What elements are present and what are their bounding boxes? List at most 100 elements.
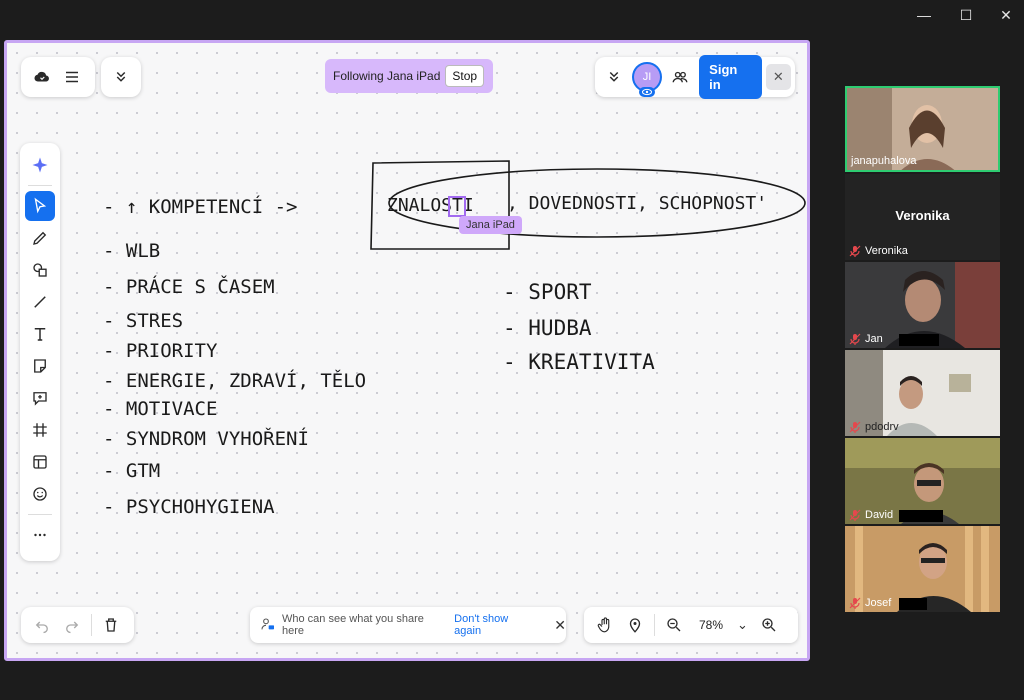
hand-pan-icon[interactable]	[590, 610, 620, 640]
participant-tile-janapuhalova[interactable]: janapuhalova	[845, 86, 1000, 172]
hw-item: - HUDBA	[503, 316, 592, 340]
participant-tile-josef[interactable]: Josef	[845, 526, 1000, 612]
template-icon[interactable]	[25, 447, 55, 477]
share-notice-text: Who can see what you share here	[282, 613, 424, 637]
collaboration-panel: JI Sign in ✕	[595, 55, 795, 99]
participant-name-wrap: Jan	[849, 333, 883, 345]
hw-ellipse	[388, 168, 806, 238]
redacted-bar	[899, 598, 927, 610]
text-icon[interactable]	[25, 319, 55, 349]
close-window-button[interactable]: ✕	[1000, 6, 1012, 23]
participant-tile-pdodrv[interactable]: pdodrv	[845, 350, 1000, 436]
participant-name: Jan	[865, 333, 883, 345]
redacted-bar	[899, 334, 939, 346]
participant-tile-veronika[interactable]: Veronika Veronika	[845, 174, 1000, 260]
undo-icon[interactable]	[27, 610, 57, 640]
following-banner: Following Jana iPad Stop	[325, 59, 493, 93]
close-icon[interactable]: ✕	[554, 616, 566, 633]
whiteboard-canvas[interactable]: - ↑ KOMPETENCÍ -> ZNALOSTI , DOVEDNOSTI,…	[4, 40, 810, 661]
comment-icon[interactable]	[25, 383, 55, 413]
file-menu-panel	[21, 57, 95, 97]
emoji-icon[interactable]	[25, 479, 55, 509]
hw-item: - MOTIVACE	[103, 398, 217, 420]
remote-cursor-label: Jana iPad	[459, 216, 522, 234]
muted-mic-icon	[849, 245, 861, 257]
hw-item: - SPORT	[503, 280, 592, 304]
participant-center-name: Veronika	[895, 208, 950, 223]
frame-icon[interactable]	[25, 415, 55, 445]
zoom-in-icon[interactable]	[754, 610, 784, 640]
trash-icon[interactable]	[96, 610, 126, 640]
video-feed	[845, 438, 1000, 524]
double-chevron-down-icon[interactable]	[106, 62, 136, 92]
hw-item: - ENERGIE, ZDRAVÍ, TĚLO	[103, 369, 366, 392]
hw-title-box: ZNALOSTI	[387, 195, 474, 216]
double-chevron-down-icon[interactable]	[599, 62, 628, 92]
hw-item: - PSYCHOHYGIENA	[103, 496, 275, 518]
toolbar-divider	[28, 514, 52, 515]
remote-cursor-selection	[448, 196, 466, 217]
sign-in-button[interactable]: Sign in	[699, 55, 762, 99]
more-icon[interactable]	[25, 520, 55, 550]
video-feed	[845, 350, 1000, 436]
zoom-panel: 78% ⌄	[584, 607, 798, 643]
video-feed	[847, 88, 998, 170]
redacted-bar	[899, 510, 943, 522]
hw-item: - PRIORITY	[103, 340, 218, 362]
hw-item: - PRÁCE S ČASEM	[103, 274, 275, 298]
following-text: Following Jana iPad	[333, 69, 441, 83]
redo-icon[interactable]	[57, 610, 87, 640]
shapes-icon[interactable]	[25, 255, 55, 285]
hw-box	[370, 160, 510, 250]
zoom-out-icon[interactable]	[659, 610, 689, 640]
users-icon[interactable]	[666, 62, 695, 92]
participant-name-wrap: pdodrv	[849, 421, 899, 433]
zoom-level[interactable]: 78%	[699, 618, 724, 632]
cloud-icon[interactable]	[27, 62, 57, 92]
muted-mic-icon	[849, 421, 861, 433]
line-icon[interactable]	[25, 287, 55, 317]
participant-tile-david[interactable]: David	[845, 438, 1000, 524]
tool-palette	[20, 143, 60, 561]
pen-icon[interactable]	[25, 223, 55, 253]
avatar-initials: JI	[642, 71, 652, 83]
participant-tile-jan[interactable]: Jan	[845, 262, 1000, 348]
participant-name: Veronika	[865, 245, 908, 257]
participant-name-wrap: David	[849, 509, 893, 521]
history-panel	[21, 607, 134, 643]
handwriting-layer: - ↑ KOMPETENCÍ -> ZNALOSTI , DOVEDNOSTI,…	[103, 160, 806, 518]
share-notice-bar: Who can see what you share here Don't sh…	[250, 607, 566, 643]
select-pointer-icon[interactable]	[25, 191, 55, 221]
participant-name-wrap: Josef	[849, 597, 891, 609]
map-pin-icon[interactable]	[620, 610, 650, 640]
participant-name: David	[865, 509, 894, 521]
hw-item: - GTM	[103, 460, 160, 482]
participant-name-wrap: Veronika	[849, 245, 908, 257]
participant-name: pdodrv	[865, 421, 899, 433]
muted-mic-icon	[849, 509, 861, 521]
maximize-button[interactable]: ☐	[959, 6, 973, 23]
close-icon[interactable]: ✕	[765, 64, 791, 90]
hw-title-left: - ↑ KOMPETENCÍ ->	[103, 195, 297, 218]
stop-following-button[interactable]: Stop	[445, 65, 485, 87]
muted-mic-icon	[849, 597, 861, 609]
chevron-down-icon[interactable]: ⌄	[737, 617, 748, 632]
eye-icon	[639, 87, 656, 97]
minimize-button[interactable]: —	[917, 7, 931, 23]
dont-show-again-link[interactable]: Don't show again	[454, 613, 509, 637]
ai-sparkle-icon[interactable]	[25, 150, 55, 180]
participant-name: Josef	[865, 597, 892, 609]
hw-item: - KREATIVITA	[503, 350, 655, 374]
hamburger-menu-icon[interactable]	[57, 62, 87, 92]
toolbar-divider	[28, 185, 52, 186]
hw-item: - SYNDROM VYHOŘENÍ	[103, 427, 309, 450]
sticky-note-icon[interactable]	[25, 351, 55, 381]
video-feed	[845, 526, 1000, 612]
user-lock-icon	[260, 616, 276, 635]
follower-avatar[interactable]: JI	[632, 62, 662, 97]
hw-item: - WLB	[103, 240, 160, 262]
participant-name: janapuhalova	[851, 155, 917, 167]
panel-divider	[654, 614, 655, 636]
muted-mic-icon	[849, 333, 861, 345]
panel-divider	[91, 614, 92, 636]
